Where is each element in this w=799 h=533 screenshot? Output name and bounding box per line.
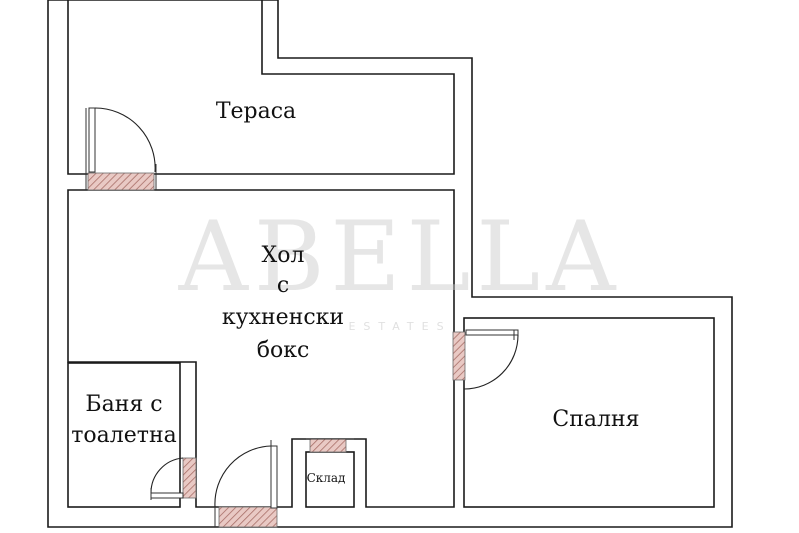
storage-door	[306, 438, 354, 453]
terrace-room	[67, 0, 455, 175]
terrace-door	[85, 107, 157, 191]
bathroom-label-line2: тоалетна	[71, 423, 176, 448]
hall-label-line2: с	[277, 273, 289, 298]
bedroom-door	[452, 329, 519, 390]
bathroom-label-line1: Баня с	[85, 392, 162, 417]
watermark-logo: ABELLA	[178, 201, 622, 313]
storage-label: Склад	[307, 471, 346, 485]
hall-label-line1: Хол	[262, 243, 305, 268]
entrance-door	[214, 440, 278, 528]
bedroom-label: Спалня	[552, 407, 639, 432]
bedroom-room	[463, 317, 715, 508]
hall-label-line4: бокс	[257, 338, 310, 363]
hall-label-line3: кухненски	[222, 305, 344, 330]
watermark-subtitle: ESTATES	[348, 320, 451, 333]
hall-room	[67, 189, 455, 508]
terrace-label: Тераса	[216, 99, 296, 124]
bathroom-room	[67, 362, 181, 508]
bathroom-door	[150, 457, 197, 500]
